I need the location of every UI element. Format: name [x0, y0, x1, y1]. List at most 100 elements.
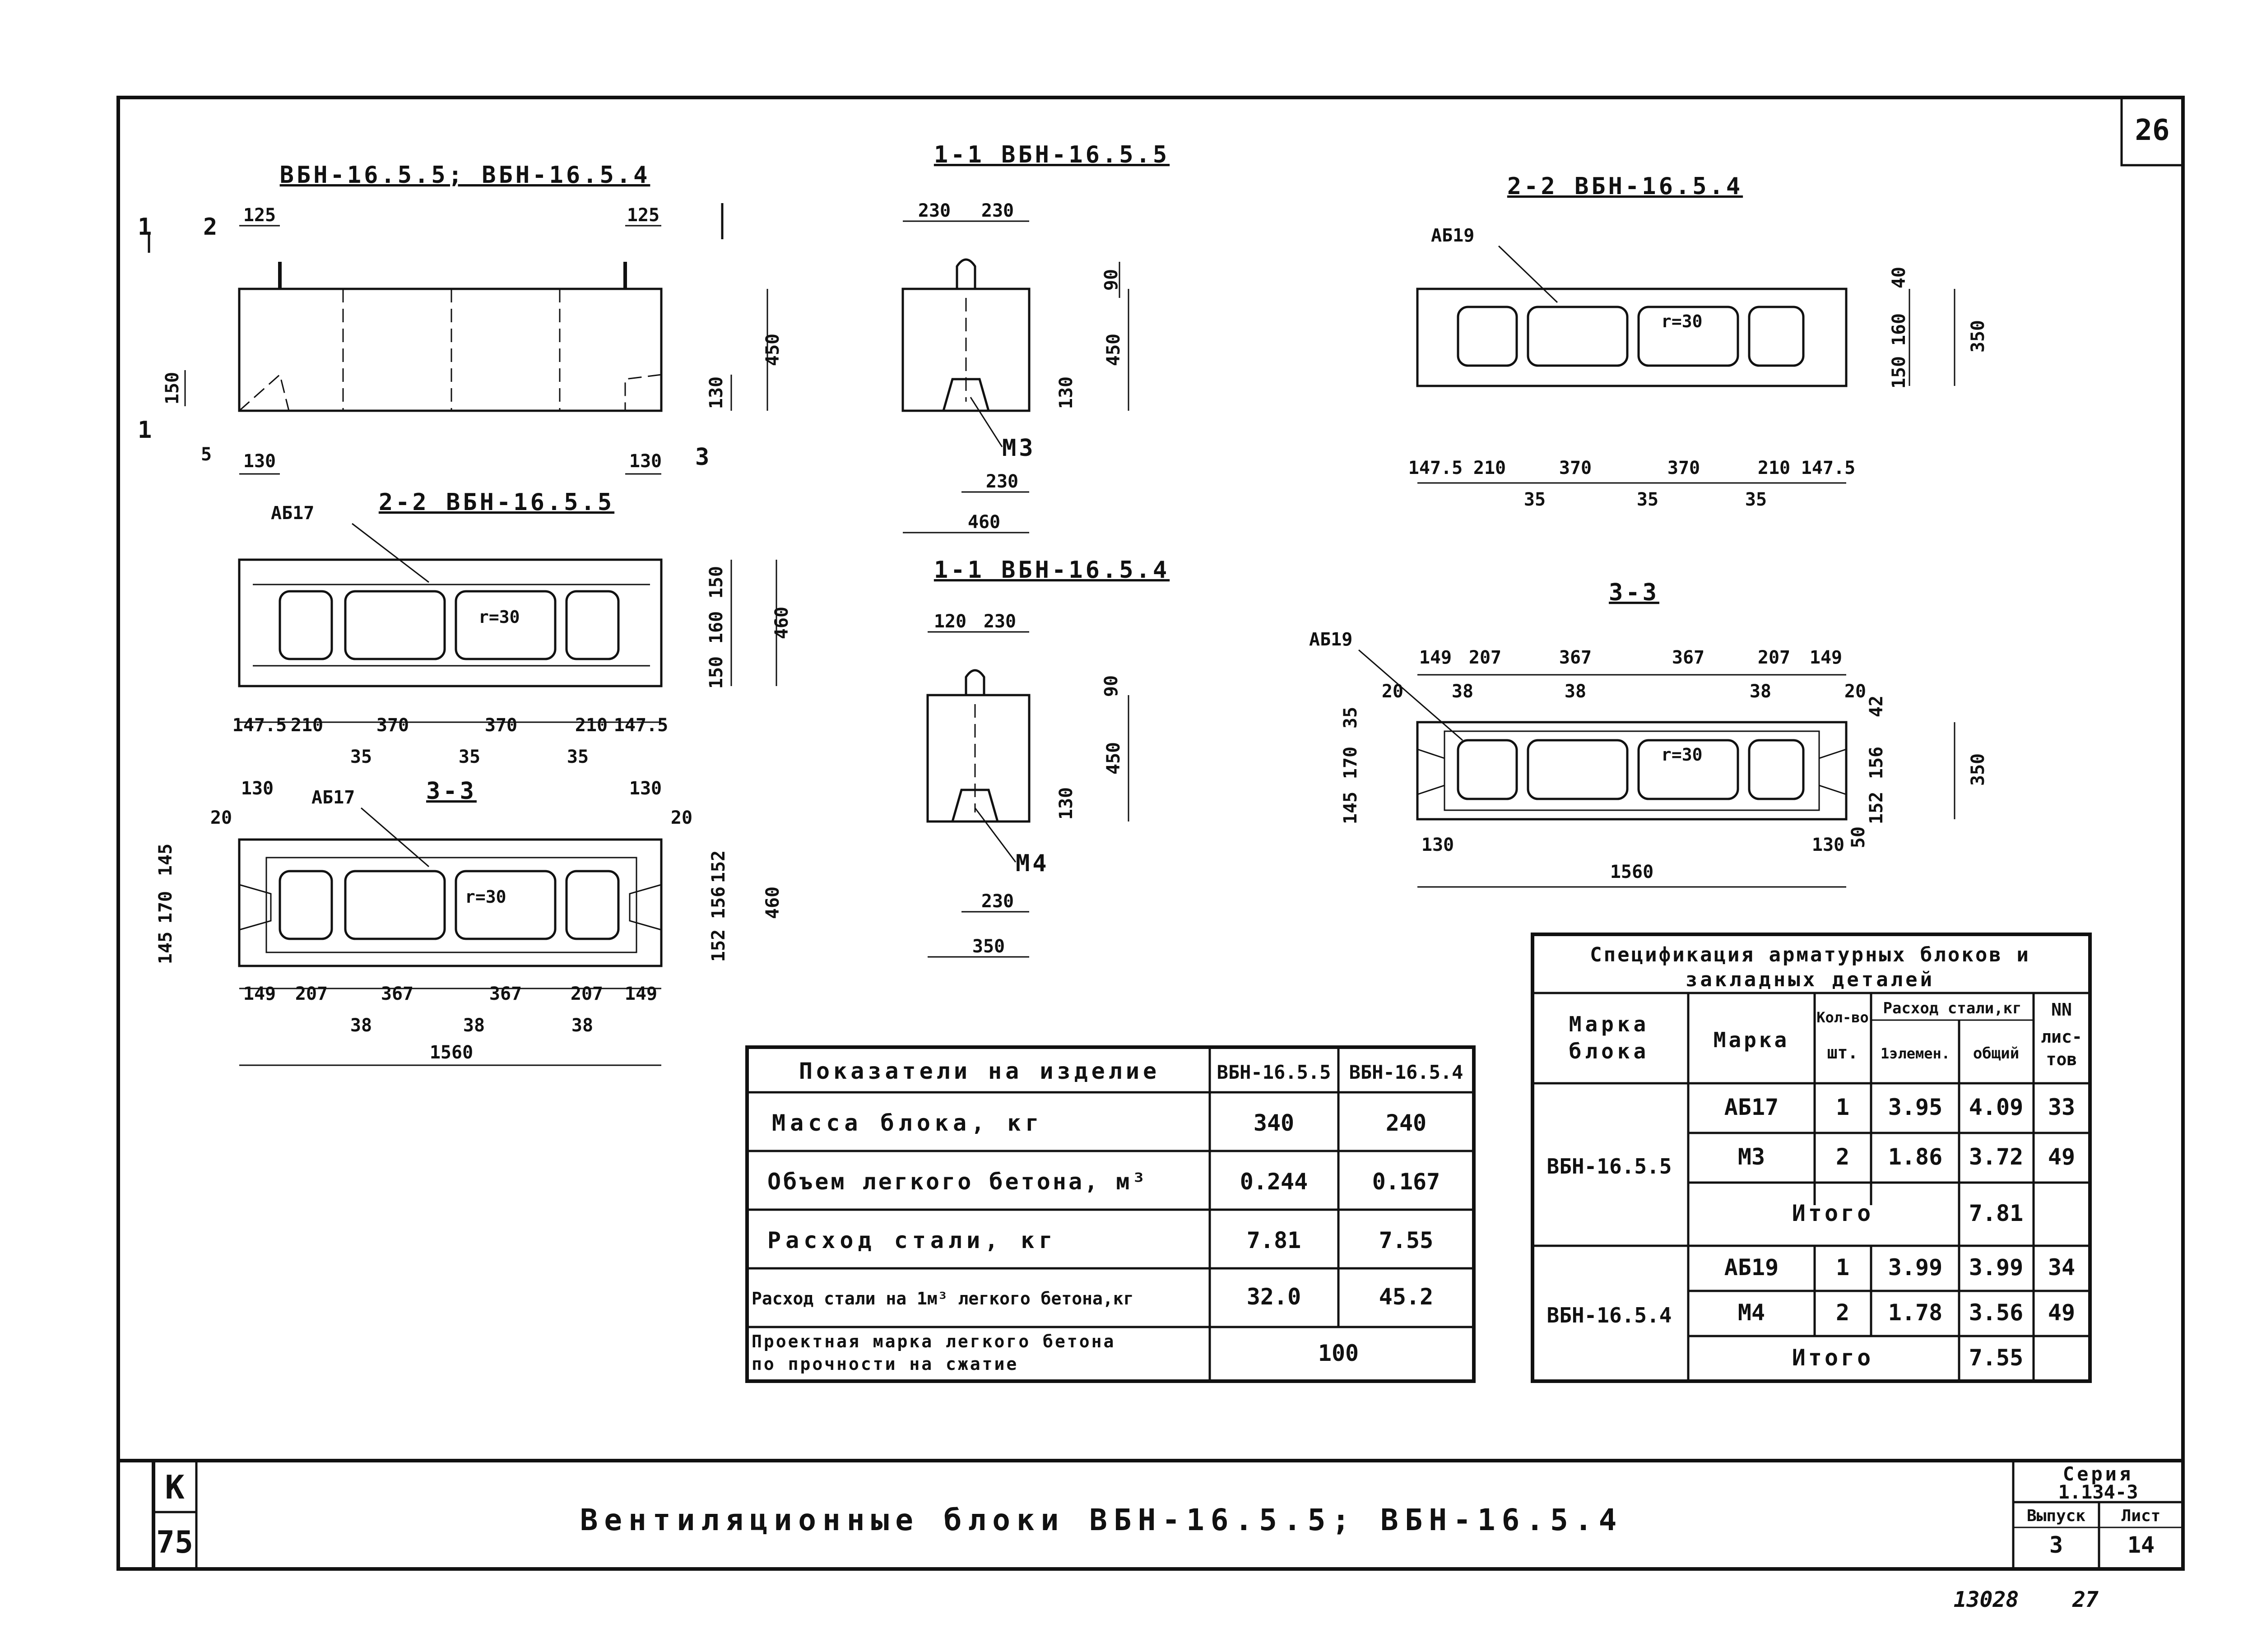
elevation-title: ВБН-16.5.5; ВБН-16.5.4 [280, 162, 650, 189]
dim-210-b: 210 [575, 715, 608, 736]
dim-50: 50 [1848, 826, 1869, 848]
indicators-row-v55: 340 [1254, 1110, 1294, 1136]
spec-itogo-label: Итого [1792, 1345, 1874, 1371]
dim-210-a: 210 [291, 715, 323, 736]
title-block-title: Вентиляционные блоки ВБН-16.5.5; ВБН-16.… [580, 1503, 1623, 1537]
indicators-row-v55: 32.0 [1247, 1284, 1301, 1310]
indicators-row-v54: 7.55 [1379, 1227, 1433, 1253]
section-3-3-1655-title: 3-3 [426, 778, 477, 805]
spec-row-one: 1.78 [1888, 1299, 1942, 1326]
title-block-sheet-value: 14 [2127, 1532, 2155, 1558]
dim-125-right: 125 [627, 205, 659, 226]
dim-230-a: 230 [918, 200, 951, 221]
dim-160-b: 160 [1889, 313, 1909, 346]
spec-row-mark: АБ19 [1724, 1254, 1779, 1281]
footer-number-right: 27 [2072, 1587, 2099, 1612]
dim-35-e: 35 [1637, 489, 1658, 510]
cut-2-top: 2 [203, 213, 220, 241]
dim-38-b: 38 [463, 1015, 485, 1036]
dim-149-d: 149 [1810, 647, 1842, 668]
dim-1475-d: 147.5 [1801, 458, 1855, 478]
spec-row-one: 3.95 [1888, 1094, 1942, 1120]
title-block-issue-value: 3 [2049, 1532, 2063, 1558]
dim-230-c: 230 [986, 471, 1018, 492]
dim-450-b: 450 [1103, 334, 1124, 366]
spec-row-total: 3.99 [1969, 1254, 2023, 1281]
spec-header-sheets-2: лис- [2041, 1027, 2082, 1047]
dim-35-d: 35 [1524, 489, 1546, 510]
dim-130-left: 130 [243, 451, 276, 472]
title-block-k-letter: К [165, 1468, 185, 1506]
dim-367-c: 367 [1559, 647, 1592, 668]
spec-header-one: 1элемен. [1881, 1045, 1950, 1062]
dim-130-e: 130 [1056, 376, 1077, 409]
dim-130-vert: 130 [706, 376, 727, 409]
section-2-2-vbn-1655: 2-2 ВБН-16.5.5 АБ17 r=30 147.5 210 370 3… [232, 489, 792, 767]
label-ab19-b: АБ19 [1309, 629, 1352, 650]
section-1-1-1654-title: 1-1 ВБН-16.5.4 [934, 557, 1170, 584]
title-block: К 75 Вентиляционные блоки ВБН-16.5.5; ВБ… [156, 1463, 2160, 1560]
spec-row-sheet: 34 [2048, 1254, 2075, 1281]
indicators-row-name: Расход стали на 1м³ легкого бетона,кг [752, 1289, 1133, 1309]
dim-1560-a: 1560 [430, 1042, 473, 1063]
indicators-row-v55: 7.81 [1247, 1227, 1301, 1253]
dim-460-a: 460 [771, 607, 792, 639]
spec-row-total: 4.09 [1969, 1094, 2023, 1120]
spec-header-block-2: блока [1569, 1039, 1649, 1063]
section-2-2-1655-title: 2-2 ВБН-16.5.5 [379, 489, 614, 516]
dim-125-left: 125 [243, 205, 276, 226]
spec-row-total: 3.72 [1969, 1144, 2023, 1170]
label-ab17-b: АБ17 [311, 787, 355, 808]
section-1-1-vbn-1655: 1-1 ВБН-16.5.5 230 230 М3 230 460 90 450… [901, 141, 1167, 534]
dim-120: 120 [934, 611, 966, 632]
spec-header-qty-2: шт. [1827, 1043, 1858, 1063]
indicators-row-name: Масса блока, кг [772, 1110, 1044, 1136]
dim-149-c: 149 [1419, 647, 1452, 668]
spec-row-total: 3.56 [1969, 1299, 2023, 1326]
dim-152-a: 152 [708, 850, 729, 883]
spec-table: Спецификация арматурных блоков и закладн… [1531, 933, 2092, 1383]
spec-row-mark: АБ17 [1724, 1094, 1779, 1120]
cut-1-bottom: 1 [138, 417, 154, 444]
label-ab17-a: АБ17 [271, 503, 314, 524]
dim-150-b: 150 [706, 656, 727, 689]
title-block-issue-label: Выпуск [2027, 1507, 2085, 1525]
spec-group-block: ВБН-16.5.4 [1547, 1303, 1672, 1327]
dim-145-a: 145 [155, 844, 176, 876]
spec-row-sheet: 33 [2048, 1094, 2075, 1120]
spec-row-one: 1.86 [1888, 1144, 1942, 1170]
dim-210-c: 210 [1473, 458, 1506, 478]
dim-35-c: 35 [567, 747, 589, 767]
spec-title-1: Спецификация арматурных блоков и [1590, 943, 2030, 966]
section-1-1-vbn-1654: 1-1 ВБН-16.5.4 120 230 М4 230 350 90 450… [926, 557, 1170, 958]
sheet-frame [116, 96, 2185, 1571]
dim-35-b: 35 [459, 747, 480, 767]
spec-row-mark: М4 [1738, 1299, 1765, 1326]
dim-230-b: 230 [981, 200, 1014, 221]
dim-1475-b: 147.5 [614, 715, 668, 736]
spec-header-qty-1: Кол-во [1816, 1009, 1869, 1026]
indicators-last-row-name-2: по прочности на сжатие [752, 1354, 1018, 1374]
dim-130-f: 130 [1056, 787, 1077, 820]
dim-170-a: 170 [155, 891, 176, 923]
indicators-last-row-value: 100 [1318, 1340, 1359, 1366]
dim-35-g: 35 [1340, 707, 1361, 729]
dim-130-right: 130 [629, 451, 662, 472]
spec-title-2: закладных деталей [1686, 968, 1935, 991]
spec-itogo-value: 7.55 [1969, 1345, 2023, 1371]
dim-42: 42 [1866, 696, 1887, 717]
dim-38-a: 38 [350, 1015, 372, 1036]
dim-38-e: 38 [1565, 681, 1586, 702]
dim-150-vert: 150 [162, 372, 183, 404]
dim-35-f: 35 [1745, 489, 1767, 510]
section-2-2-1654-title: 2-2 ВБН-16.5.4 [1507, 173, 1743, 200]
spec-row-qty: 1 [1836, 1094, 1849, 1120]
cut-3: 3 [695, 444, 712, 471]
dim-450-c: 450 [1103, 742, 1124, 775]
dim-20-a: 20 [210, 807, 232, 828]
indicators-header-1655: ВБН-16.5.5 [1217, 1061, 1331, 1083]
dim-210-d: 210 [1758, 458, 1790, 478]
dim-145-c: 145 [1340, 792, 1361, 824]
dim-150-c: 150 [1889, 356, 1909, 389]
footer-number-left: 13028 [1954, 1587, 2019, 1612]
